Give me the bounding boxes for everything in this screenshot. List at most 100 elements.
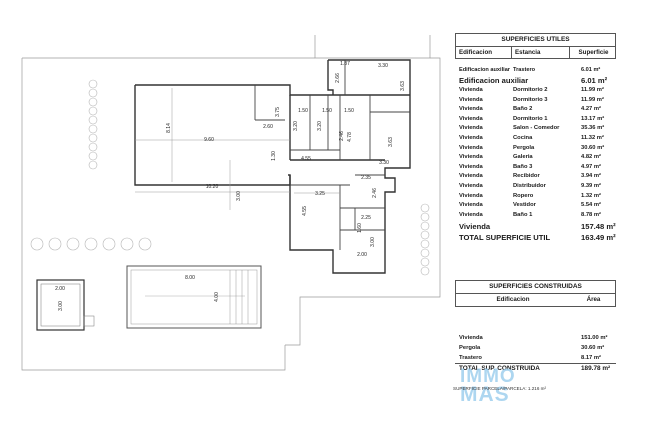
table-row: Vivienda Baño 1 8.78 m² [455, 211, 616, 221]
dim-label: 3.20 [317, 121, 323, 131]
cell-edificacion: Vivienda [459, 134, 483, 141]
dim-label: 3.25 [315, 191, 325, 197]
cell-edificacion: Pergola [459, 345, 481, 351]
cell-edificacion: Vivienda [459, 154, 483, 161]
dim-label: 1.60 [357, 223, 363, 233]
swimming-pool [126, 265, 262, 329]
dim-label: 3.30 [379, 160, 389, 166]
cell-edificacion: Edificacion auxiliar [459, 67, 510, 73]
dim-label: 4.00 [214, 292, 220, 302]
table-title: SUPERFICIES CONSTRUIDAS [456, 281, 615, 294]
dim-label: 8.14 [166, 123, 172, 133]
cell-estancia: Baño 3 [513, 163, 533, 170]
cell-edificacion: Vivienda [459, 202, 483, 209]
cell-estancia: Dormitorio 2 [513, 87, 548, 93]
house-walls [134, 59, 411, 274]
cell-value: 189.78 m² [581, 365, 611, 372]
dim-label: 1.50 [322, 108, 332, 114]
vivienda-total-row: Vivienda 157.48 m² [455, 221, 616, 232]
cell-superficie: 13.17 m² [581, 115, 605, 122]
cell-label: Vivienda [459, 222, 491, 232]
cell-estancia: Salon - Comedor [513, 125, 560, 132]
cell-edificacion: Vivienda [459, 96, 483, 103]
cell-edificacion: Vivienda [459, 115, 483, 122]
cell-estancia: Dormitorio 1 [513, 115, 548, 122]
total-construida-row: TOTAL SUP. CONSTRUIDA 189.78 m² [455, 363, 616, 374]
cell-value: 157.48 m² [581, 222, 616, 232]
header-cell: Área [586, 296, 601, 303]
cell-edificacion: Vivienda [459, 335, 483, 341]
dim-label: 3.63 [400, 81, 406, 91]
cell-edificacion: Vivienda [459, 144, 483, 151]
logo-line1: IMMO [460, 366, 516, 387]
plot-outline [21, 35, 441, 371]
dim-label: 2.25 [361, 215, 371, 221]
cell-estancia: Galeria [513, 154, 533, 161]
dim-label: 2.66 [335, 73, 341, 83]
dim-label: 2.00 [357, 252, 367, 258]
cell-value: 6.01 m² [581, 76, 608, 85]
table-row: Vivienda Baño 2 4.27 m² [455, 105, 616, 115]
table-row: Vivienda Dormitorio 1 13.17 m² [455, 115, 616, 125]
cell-area: 8.17 m² [581, 355, 601, 361]
cell-superficie: 8.78 m² [581, 211, 601, 218]
cell-edificacion: Vivienda [459, 87, 483, 93]
dim-label: 4.55 [302, 206, 308, 216]
immomas-logo: IMMO MAS [458, 366, 542, 406]
cell-estancia: Trastero [513, 67, 536, 73]
cell-estancia: Baño 2 [513, 106, 533, 113]
header-cell: Estancia [512, 47, 570, 58]
dim-label: 1.30 [271, 151, 277, 161]
table-row: Edificacion auxiliar Trastero 6.01 m² [455, 67, 616, 74]
cell-area: 30.60 m² [581, 345, 605, 351]
table-row: Vivienda 151.00 m² [455, 333, 616, 343]
dim-label: 2.46 [339, 131, 345, 141]
logo-line2: MAS [460, 383, 510, 406]
dim-label: 10.20 [206, 184, 219, 190]
dim-label: 3.63 [388, 137, 394, 147]
dim-label: 3.75 [275, 107, 281, 117]
cell-superficie: 3.94 m² [581, 173, 601, 180]
table-title: SUPERFICIES UTILES [456, 34, 615, 47]
table-row: Vivienda Salon - Comedor 35.36 m² [455, 124, 616, 134]
dimension-lines [135, 88, 340, 210]
cell-area: 151.00 m² [581, 335, 608, 341]
dim-label: 1.50 [298, 108, 308, 114]
cell-edificacion: Trastero [459, 355, 482, 361]
cell-edificacion: Vivienda [459, 211, 483, 218]
cell-superficie: 1.32 m² [581, 192, 601, 199]
cell-superficie: 4.97 m² [581, 163, 601, 170]
cell-edificacion: Vivienda [459, 125, 483, 132]
cell-superficie: 5.54 m² [581, 202, 601, 209]
cell-edificacion: Vivienda [459, 173, 483, 180]
cell-edificacion: Vivienda [459, 182, 483, 189]
dim-label: 4.55 [301, 156, 311, 162]
plot-surface-caption: SUPERFICIE PARCELA/PARCELA: 1.216 m² [453, 386, 547, 391]
storage-shed [36, 279, 95, 331]
header-cell: Edificacion [496, 296, 530, 303]
dim-label: 8.00 [185, 275, 195, 281]
cell-superficie: 4.27 m² [581, 106, 601, 113]
interior-partitions [254, 60, 410, 250]
dim-label: 3.30 [378, 63, 388, 69]
cell-superficie: 35.36 m² [581, 125, 605, 132]
cell-edificacion: Vivienda [459, 192, 483, 199]
dim-label: 3.20 [293, 121, 299, 131]
cell-label: Edificacion auxiliar [459, 76, 529, 85]
cell-estancia: Recibidor [513, 173, 540, 180]
cell-superficie: 11.99 m² [581, 96, 604, 103]
dim-label: 3.00 [370, 237, 376, 247]
cell-estancia: Baño 1 [513, 211, 533, 218]
dim-label: 2.00 [55, 286, 65, 292]
dim-label: 3.00 [58, 301, 64, 311]
table-row: Vivienda Recibidor 3.94 m² [455, 172, 616, 182]
cell-superficie: 11.32 m² [581, 134, 604, 141]
cell-edificacion: Vivienda [459, 106, 483, 113]
